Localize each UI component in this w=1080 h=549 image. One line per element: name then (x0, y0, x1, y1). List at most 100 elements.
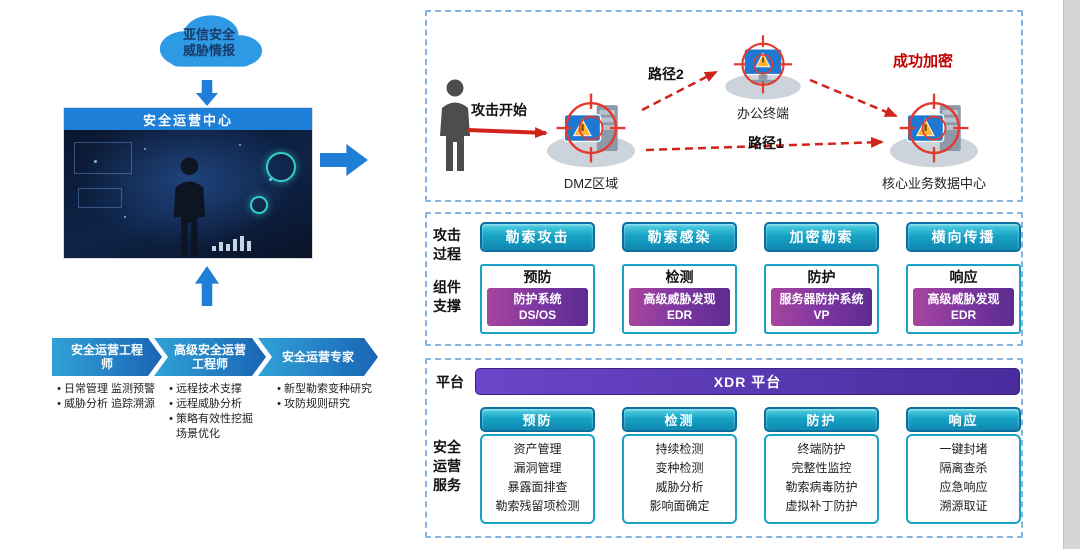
service-column-header-detection: 检测 (622, 407, 737, 432)
analyst-silhouette (173, 157, 206, 256)
list-item: • 威胁分析 追踪溯源 (54, 397, 179, 412)
service-item: 虚拟补丁防护 (785, 499, 858, 513)
component-product-name: 高级威胁发现 (927, 292, 1000, 306)
dashboard-radar-ring (266, 152, 296, 182)
dashboard-dot (124, 216, 126, 218)
component-product-code: DS/OS (518, 308, 557, 322)
arrow-right-icon (320, 144, 368, 176)
component-product-code: VP (813, 308, 830, 322)
component-card-prevention: 预防 防护系统 DS/OS (480, 264, 595, 334)
component-product-code: EDR (666, 308, 693, 322)
threat-intel-cloud: 亚信安全 威胁情报 (150, 8, 268, 74)
bullet-dot: • (169, 383, 173, 395)
list-item: •策略有效性挖掘 (166, 412, 278, 427)
service-item: 溯源取证 (939, 499, 988, 513)
list-item-text: 攻防规则研究 (284, 398, 350, 410)
list-item-text: 场景优化 (176, 428, 220, 440)
list-item-text: 策略有效性挖掘 (176, 413, 253, 425)
node-label: DMZ区域 (563, 176, 619, 191)
component-phase-label: 防护 (807, 269, 836, 285)
encryption-success-label: 成功加密 (893, 53, 954, 70)
service-item: 变种检测 (655, 461, 704, 475)
component-product-badge: 服务器防护系统 VP (771, 288, 872, 326)
path1-label: 路径1 (748, 135, 784, 151)
service-item: 勒索残留项检测 (495, 499, 580, 513)
platform-row-label: 平台 (436, 374, 464, 390)
threat-intel-label: 亚信安全 威胁情报 (182, 27, 235, 58)
role-banner-expert: 安全运营专家 (258, 338, 378, 376)
service-list-protection: 终端防护 完整性监控 勒索病毒防护 虚拟补丁防护 (764, 434, 879, 524)
list-item-text: 日常管理 监测预警 (64, 383, 156, 395)
service-item: 影响面确定 (649, 499, 710, 513)
service-item: 一键封堵 (939, 442, 988, 456)
stage-button-ransom-infection: 勒索感染 (622, 222, 737, 252)
dashboard-bar-chart (212, 236, 251, 251)
arrow-down-icon (196, 80, 218, 106)
service-item: 持续检测 (655, 442, 704, 456)
bullet-dot: • (277, 383, 281, 395)
service-item: 隔离查杀 (939, 461, 988, 475)
service-item: 勒索病毒防护 (785, 480, 858, 494)
arrow-up-icon (195, 266, 219, 306)
role-banner-operations-engineer: 安全运营工程师 (52, 338, 162, 376)
attack-process-row-label: 攻击 过程 (433, 227, 461, 262)
component-card-detection: 检测 高级威胁发现 EDR (622, 264, 737, 334)
security-services-row-label: 安全 运营 服务 (433, 439, 461, 493)
list-item: •新型勒索变种研究 (274, 382, 386, 397)
component-product-badge: 高级威胁发现 EDR (913, 288, 1014, 326)
service-column-header-protection: 防护 (764, 407, 879, 432)
dashboard-widget (78, 188, 122, 208)
stage-button-ransom-attack: 勒索攻击 (480, 222, 595, 252)
component-product-code: EDR (950, 308, 977, 322)
service-column-header-prevention: 预防 (480, 407, 595, 432)
soc-title-bar: 安全运营中心 (64, 108, 312, 130)
stage-button-encryption-ransom: 加密勒索 (764, 222, 879, 252)
service-column-header-response: 响应 (906, 407, 1021, 432)
component-phase-label: 检测 (665, 269, 694, 285)
component-product-name: 服务器防护系统 (779, 292, 864, 306)
path2-label: 路径2 (648, 66, 684, 82)
bullet-dot: • (57, 383, 61, 395)
platform-services-box (425, 358, 1023, 538)
attack-scenario-box (425, 10, 1023, 202)
list-item: •远程威胁分析 (166, 397, 278, 412)
service-item: 漏洞管理 (513, 461, 562, 475)
role-banner-senior-engineer: 高级安全运营工程师 (154, 338, 266, 376)
list-item-text: 威胁分析 追踪溯源 (64, 398, 156, 410)
component-support-row-label: 组件 支撑 (433, 279, 461, 314)
role-duty-list-2: •远程技术支撑 •远程威胁分析 •策略有效性挖掘 •场景优化 (166, 382, 278, 442)
dashboard-dot (144, 148, 146, 150)
component-card-protection: 防护 服务器防护系统 VP (764, 264, 879, 334)
bullet-dot: • (277, 398, 281, 410)
server-target-icon (547, 93, 635, 168)
list-item: •场景优化 (166, 427, 278, 442)
dashboard-radar-ring (250, 196, 268, 214)
cloud-icon (159, 15, 263, 67)
service-item: 暴露面排查 (507, 480, 568, 494)
service-list-prevention: 资产管理 漏洞管理 暴露面排查 勒索残留项检测 (480, 434, 595, 524)
attacker-silhouette (440, 79, 470, 171)
list-item: •日常管理 监测预警 (54, 382, 179, 397)
list-item: •远程技术支撑 (166, 382, 278, 397)
soc-dashboard-image (64, 130, 312, 258)
list-item-text: 新型勒索变种研究 (284, 383, 372, 395)
bullet-dot: • (169, 398, 173, 410)
service-list-response: 一键封堵 隔离查杀 应急响应 溯源取证 (906, 434, 1021, 524)
component-phase-label: 响应 (949, 269, 978, 285)
service-item: 完整性监控 (791, 461, 852, 475)
role-duty-list-3: •新型勒索变种研究 •攻防规则研究 (274, 382, 386, 412)
service-item: 资产管理 (513, 442, 562, 456)
stage-button-lateral-spread: 横向传播 (906, 222, 1021, 252)
service-list-detection: 持续检测 变种检测 威胁分析 影响面确定 (622, 434, 737, 524)
workstation-target-icon (725, 35, 801, 100)
component-product-badge: 高级威胁发现 EDR (629, 288, 730, 326)
soc-panel: 安全运营中心 (64, 108, 312, 258)
node-core-datacenter: 核心业务数据中心 (882, 86, 986, 192)
role-duty-list-1: •日常管理 监测预警 •威胁分析 追踪溯源 (54, 382, 179, 412)
node-label: 办公终端 (736, 106, 789, 121)
node-office-terminal: 办公终端 (720, 30, 806, 122)
service-item: 终端防护 (797, 442, 846, 456)
attack-process-box (425, 212, 1023, 346)
dashboard-dot (269, 178, 272, 181)
